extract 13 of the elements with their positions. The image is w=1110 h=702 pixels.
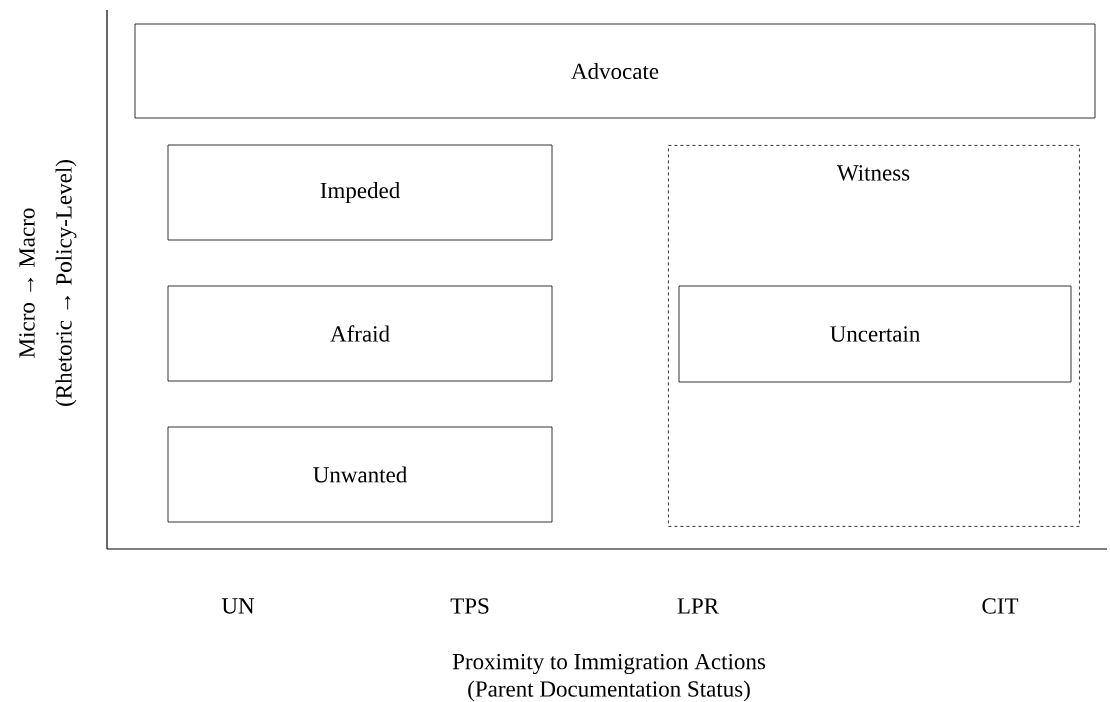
- category-box: Impeded: [167, 144, 553, 241]
- tick-label: UN: [221, 598, 255, 614]
- tick-label: LPR: [677, 598, 720, 614]
- tick-label: TPS: [450, 598, 489, 614]
- axis-title: Micro → Macro: [19, 208, 35, 358]
- axis-title: Proximity to Immigration Actions: [452, 653, 766, 675]
- category-box: Uncertain: [678, 285, 1072, 383]
- axis-title: (Parent Documentation Status): [468, 680, 750, 702]
- category-box: Unwanted: [167, 426, 553, 523]
- tick-label: CIT: [982, 598, 1019, 614]
- category-box: Advocate: [134, 23, 1096, 119]
- axis-title: (Rhetoric → Policy-Level): [55, 160, 77, 406]
- category-box: Afraid: [167, 285, 553, 382]
